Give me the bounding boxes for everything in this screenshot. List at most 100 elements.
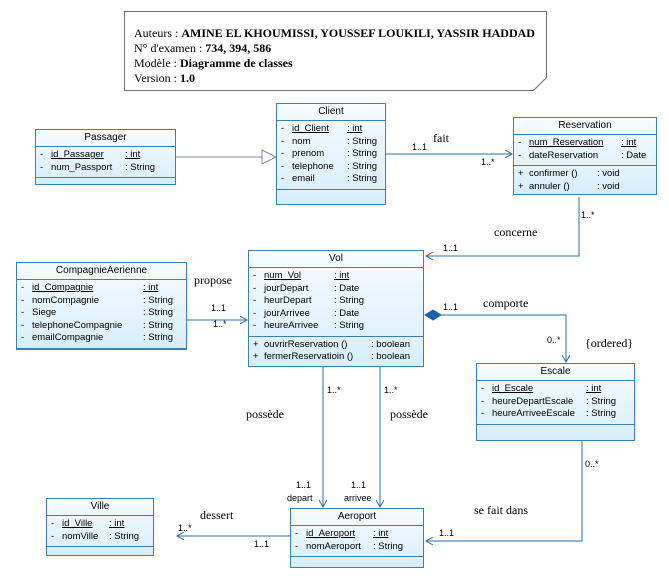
visibility-marker: - — [51, 530, 55, 542]
class-compagnie-aerienne[interactable]: CompagnieAerienne -id_Compagnie: int-nom… — [16, 262, 187, 350]
attribute-row: -heureArriveeEscale : String — [477, 408, 634, 421]
member-name: id_Ville — [62, 518, 93, 529]
visibility-marker: - — [481, 383, 485, 394]
member-name: nom — [292, 135, 311, 147]
member-type: : String — [347, 148, 378, 159]
comporte-line — [441, 314, 566, 362]
member-name: nomVille — [62, 530, 99, 542]
assoc-label-fait: fait — [433, 131, 449, 145]
attribute-row: -id_Compagnie: int — [17, 282, 186, 295]
member-type: : String — [347, 173, 378, 184]
visibility-marker: - — [40, 161, 44, 173]
note-fold-corner — [533, 77, 547, 91]
class-passager[interactable]: Passager -id_Passager: int-num_Passport:… — [35, 129, 176, 185]
member-name: num_Passport — [51, 161, 113, 173]
assoc-label-comporte: comporte — [483, 296, 529, 310]
class-title: Ville — [47, 499, 153, 516]
mult-propose-vol: 1..* — [213, 319, 227, 329]
operations — [17, 349, 186, 354]
visibility-marker: - — [281, 148, 285, 159]
attributes: -id_Aeroport: int-nomAeroport : String — [291, 526, 423, 557]
attribute-row: -dateReservation: Date — [514, 150, 656, 163]
attribute-row: -id_Ville: int — [47, 518, 153, 531]
visibility-marker: - — [21, 319, 25, 331]
attribute-row: -heureArrivee: String — [249, 320, 423, 333]
visibility-marker: - — [281, 123, 285, 134]
operation-row: +annuler (): void — [514, 181, 656, 194]
exam-number: 734, 394, 586 — [205, 41, 272, 55]
member-name: confirmer () — [529, 168, 578, 179]
member-name: id_Escale — [492, 383, 534, 394]
diagram-info-note: Auteurs : AMINE EL KHOUMISSI, YOUSSEF LO… — [124, 11, 547, 91]
mult-propose-compagnie: 1..1 — [211, 303, 227, 313]
visibility-marker: - — [295, 528, 299, 539]
visibility-marker: - — [253, 320, 257, 331]
operation-row: +ouvrirReservation (): boolean — [249, 339, 423, 352]
attribute-row: -id_Aeroport: int — [291, 528, 423, 541]
visibility-marker: - — [295, 540, 299, 552]
operations — [291, 557, 423, 562]
attribute-row: -jourArrivee: Date — [249, 308, 423, 321]
member-name: telephoneCompagnie — [32, 319, 123, 331]
attribute-row: -id_Client : int — [277, 123, 385, 136]
member-type: : Date — [334, 282, 360, 294]
member-name: heurDepart — [264, 295, 312, 306]
inheritance-triangle — [261, 149, 278, 165]
member-name: nomAeroport — [306, 540, 361, 552]
member-type: : int — [125, 149, 141, 160]
attribute-row: -jourDepart: Date — [249, 283, 423, 296]
attribute-row: -heureDepartEscale: String — [477, 396, 634, 409]
class-reservation[interactable]: Reservation -num_Reservation: int-dateRe… — [513, 117, 657, 195]
member-type: : int — [143, 282, 159, 293]
mult-concerne-reservation: 1..* — [581, 210, 595, 220]
visibility-marker: - — [281, 135, 285, 147]
class-client[interactable]: Client -id_Client: int-nom: String-preno… — [276, 103, 386, 205]
class-aeroport[interactable]: Aeroport -id_Aeroport: int-nomAeroport: … — [290, 508, 424, 568]
assoc-label-se-fait-dans: se fait dans — [474, 503, 528, 517]
mult-concerne-vol: 1..1 — [443, 243, 459, 253]
class-escale[interactable]: Escale -id_Escale: int-heureDepartEscale… — [476, 363, 635, 441]
member-name: heureArrivee — [264, 320, 319, 331]
member-type: : String — [373, 540, 404, 552]
operations: +ouvrirReservation (): boolean+fermerRes… — [249, 337, 423, 367]
attribute-row: -telephone: String — [277, 161, 385, 174]
member-name: id_Client — [292, 123, 329, 134]
member-type: : String — [586, 408, 617, 419]
assoc-label-concerne: concerne — [494, 225, 538, 239]
composition-diamond — [424, 309, 442, 321]
visibility-marker: - — [481, 395, 485, 407]
member-name: email — [292, 173, 315, 184]
attributes: -id_Passager: int-num_Passport: String — [36, 147, 175, 178]
mult-sefait-aeroport: 1..1 — [439, 528, 455, 538]
mult-sefait-escale: 0..* — [585, 459, 599, 469]
member-type: : String — [143, 307, 174, 318]
attribute-row: -num_Passport: String — [36, 162, 175, 175]
visibility-marker: - — [21, 307, 25, 318]
member-type: : String — [143, 294, 174, 306]
attributes: -id_Compagnie: int-nomCompagnie: String-… — [17, 280, 186, 349]
class-ville[interactable]: Ville -id_Ville: int-nomVille: String — [46, 498, 154, 556]
attribute-row: -emailCompagnie: String — [17, 332, 186, 345]
visibility-marker: - — [481, 408, 485, 419]
class-vol[interactable]: Vol -num_Vol: int-jourDepart: Date-heurD… — [248, 250, 424, 367]
member-name: num_Reservation — [529, 137, 604, 148]
attribute-row: -email: String — [277, 173, 385, 186]
se-fait-dans-line — [426, 440, 583, 541]
mult-fait-client: 1..1 — [412, 142, 428, 152]
mult-comporte-vol: 1..1 — [443, 302, 459, 312]
member-name: jourDepart — [264, 282, 309, 294]
operation-row: +confirmer (): void — [514, 168, 656, 181]
member-name: heureArriveeEscale — [492, 408, 575, 419]
visibility-marker: + — [253, 338, 259, 350]
member-name: id_Aeroport — [306, 528, 356, 539]
mult-dessert-ville: 1..* — [178, 523, 192, 533]
member-name: id_Compagnie — [32, 282, 94, 293]
member-name: Siege — [32, 307, 57, 318]
mult-possede1-vol: 1..* — [327, 385, 341, 395]
model-name: Diagramme de classes — [180, 56, 293, 70]
attribute-row: -telephoneCompagnie: String — [17, 320, 186, 333]
member-name: ouvrirReservation () — [264, 338, 348, 350]
member-name: dateReservation — [529, 149, 599, 161]
member-type: : int — [347, 123, 363, 134]
